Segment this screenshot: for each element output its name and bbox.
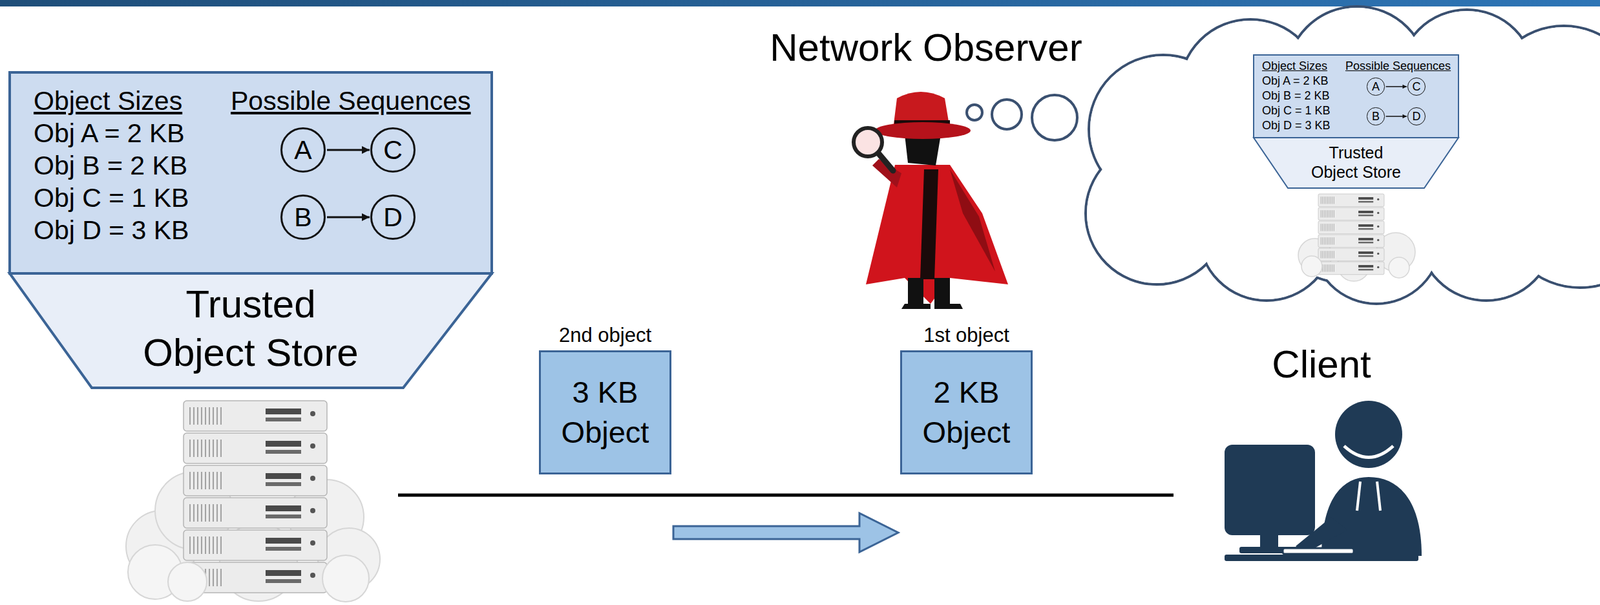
sequence-arrow [326, 149, 370, 152]
thought-bubbles [966, 94, 1078, 141]
object-size-text: 3 KB Object [550, 372, 661, 453]
sequence-circle: A [280, 127, 326, 173]
object-box: 1st object2 KB Object [900, 350, 1033, 475]
column-heading: Object Sizes [33, 84, 189, 117]
column-heading: Possible Sequences [230, 84, 472, 117]
size-entry: Obj D = 3 KB [33, 213, 189, 247]
circle-letter: A [294, 136, 312, 164]
object-order-label: 2nd object [558, 323, 652, 348]
sequence-arrow [326, 216, 370, 219]
object-store-panel: Object SizesObj A = 2 KBObj B = 2 KBObj … [8, 71, 494, 390]
sequence-circle: C [1407, 77, 1426, 96]
spy-figure [853, 91, 1009, 309]
sequence-circle: D [1407, 107, 1426, 126]
heading-slot: 2nd object [558, 323, 652, 348]
sizes-column: Object SizesObj A = 2 KBObj B = 2 KBObj … [1262, 58, 1331, 134]
sequence-circle: C [370, 127, 416, 173]
sequences-column: Possible Sequences [230, 84, 472, 117]
title-slot: Trusted Object Store [1304, 142, 1409, 182]
store-title: Trusted Object Store [127, 279, 374, 377]
size-entry: Obj C = 1 KB [1262, 103, 1331, 119]
label-slot: Client [1063, 341, 1580, 388]
sequence-circle: B [1366, 107, 1385, 125]
circle-letter: C [1411, 80, 1421, 93]
store-title: Trusted Object Store [1304, 142, 1409, 182]
direction-arrow [673, 513, 899, 552]
size-entry: Obj A = 2 KB [33, 116, 189, 150]
column-heading: Possible Sequences [1345, 58, 1451, 74]
network-link [398, 493, 1174, 497]
thought-cloud [1085, 6, 1600, 304]
title-slot: Trusted Object Store [127, 279, 374, 377]
circle-letter: B [294, 204, 312, 231]
top-bar [0, 0, 1600, 7]
size-entry: Obj B = 2 KB [33, 149, 189, 182]
size-entry: Obj B = 2 KB [1262, 88, 1331, 104]
circle-letter: D [1411, 110, 1421, 123]
object-box: 2nd object3 KB Object [538, 350, 672, 475]
sequence-arrow [1386, 115, 1407, 117]
object-size-text: 2 KB Object [911, 372, 1022, 453]
mini-server-illustration [1298, 193, 1416, 282]
client-icon [1224, 400, 1422, 561]
circle-letter: A [1371, 80, 1380, 93]
sequences-column: Possible Sequences [1345, 58, 1451, 74]
sequence-circle: D [370, 194, 416, 240]
sizes-column: Object SizesObj A = 2 KBObj B = 2 KBObj … [33, 84, 189, 247]
observer-label: Network Observer [769, 24, 1082, 72]
circle-letter: D [383, 204, 403, 231]
circle-letter: C [383, 136, 403, 164]
sequence-circle: B [280, 194, 326, 240]
sequence-arrow [1386, 85, 1407, 88]
size-entry: Obj C = 1 KB [33, 181, 189, 214]
object-store-panel: Object SizesObj A = 2 KBObj B = 2 KBObj … [1252, 54, 1460, 189]
size-entry: Obj D = 3 KB [1262, 118, 1331, 134]
circle-letter: B [1371, 110, 1380, 123]
column-heading: Object Sizes [1262, 58, 1331, 74]
object-order-label: 1st object [923, 323, 1010, 348]
heading-slot: 1st object [923, 323, 1010, 348]
server-illustration [126, 400, 380, 602]
size-entry: Obj A = 2 KB [1262, 73, 1331, 89]
client-label: Client [1271, 341, 1371, 388]
sequence-circle: A [1366, 77, 1385, 95]
label-slot: Network Observer [667, 24, 1185, 72]
